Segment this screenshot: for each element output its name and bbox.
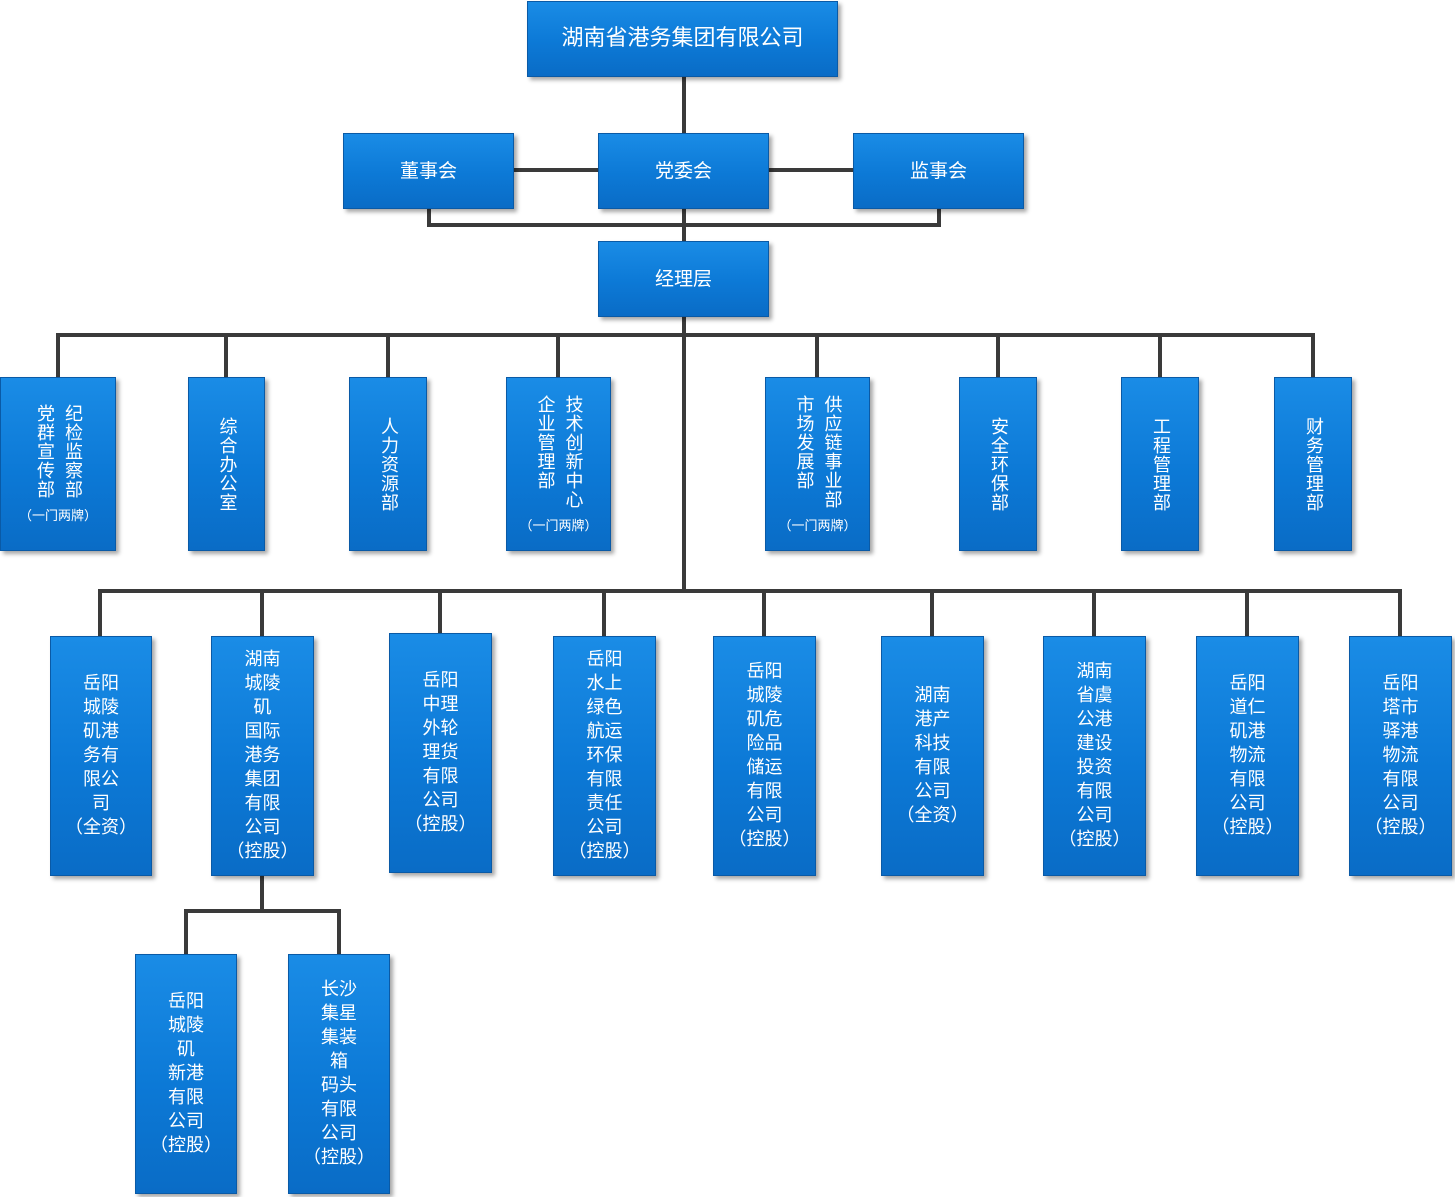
company-name: 岳阳 水上 绿色 航运 环保 有限 责任 公司 （控股） [568, 649, 641, 862]
company-box: 岳阳 塔市 驿港 物流 有限 公司 （控股） [1349, 636, 1452, 876]
company-name: 岳阳 塔市 驿港 物流 有限 公司 （控股） [1364, 673, 1437, 838]
party-committee-box: 党委会 [598, 133, 769, 209]
board-of-supervisors-box: 监事会 [853, 133, 1024, 209]
department-name: 安全环保部 [988, 416, 1009, 512]
company-box: 岳阳 城陵 矶危 险品 储运 有限 公司 （控股） [713, 636, 816, 876]
department-box: 企业管理部 技术创新中心 （一门两牌） [506, 377, 611, 551]
department-name: 综合办公室 [216, 416, 238, 512]
company-name: 岳阳 道仁 矶港 物流 有限 公司 （控股） [1211, 673, 1284, 838]
company-box: 岳阳 水上 绿色 航运 环保 有限 责任 公司 （控股） [553, 636, 656, 876]
root-company-label: 湖南省港务集团有限公司 [561, 26, 804, 51]
company-box: 湖南 城陵 矶 国际 港务 集团 有限 公司 （控股） [211, 636, 314, 876]
department-note: （一门两牌） [18, 509, 97, 524]
subsidiary-box: 长沙 集星 集装 箱 码头 有限 公司 （控股） [288, 954, 390, 1194]
department-name: 纪检监察部 [62, 404, 83, 499]
management-box: 经理层 [598, 241, 769, 317]
department-box: 综合办公室 [188, 377, 265, 551]
department-name: 工程管理部 [1150, 416, 1171, 512]
company-box: 岳阳 道仁 矶港 物流 有限 公司 （控股） [1196, 636, 1299, 876]
department-name: 供应链事业部 [821, 394, 843, 509]
company-name: 岳阳 城陵 矶危 险品 储运 有限 公司 （控股） [728, 661, 801, 850]
department-name: 人力资源部 [378, 416, 399, 512]
department-name: 市场发展部 [793, 394, 815, 490]
company-box: 岳阳 中理 外轮 理货 有限 公司 （控股） [389, 633, 492, 873]
management-label: 经理层 [654, 268, 712, 290]
company-name: 岳阳 中理 外轮 理货 有限 公司 （控股） [404, 670, 477, 835]
company-name: 湖南 城陵 矶 国际 港务 集团 有限 公司 （控股） [226, 649, 299, 862]
department-name: 企业管理部 [534, 394, 556, 490]
party-committee-label: 党委会 [654, 160, 712, 182]
company-box: 湖南 省虞 公港 建设 投资 有限 公司 （控股） [1043, 636, 1146, 876]
department-box: 人力资源部 [349, 377, 427, 551]
department-box: 党群宣传部 纪检监察部 （一门两牌） [0, 377, 116, 551]
department-note: （一门两牌） [778, 518, 857, 534]
subsidiary-name: 长沙 集星 集装 箱 码头 有限 公司 （控股） [303, 979, 375, 1168]
board-of-directors-box: 董事会 [343, 133, 514, 209]
department-box: 安全环保部 [959, 377, 1037, 551]
company-name: 湖南 省虞 公港 建设 投资 有限 公司 （控股） [1058, 661, 1131, 850]
company-name: 湖南 港产 科技 有限 公司 （全资） [896, 685, 969, 826]
subsidiary-name: 岳阳 城陵 矶 新港 有限 公司 （控股） [150, 991, 222, 1156]
root-company-box: 湖南省港务集团有限公司 [527, 1, 838, 77]
company-box: 岳阳 城陵 矶港 务有 限公 司 （全资） [50, 636, 152, 876]
department-box: 市场发展部 供应链事业部 （一门两牌） [765, 377, 870, 551]
board-of-directors-label: 董事会 [399, 160, 457, 182]
department-name: 党群宣传部 [34, 404, 55, 499]
subsidiary-box: 岳阳 城陵 矶 新港 有限 公司 （控股） [135, 954, 237, 1194]
department-box: 财务管理部 [1274, 377, 1352, 551]
board-of-supervisors-label: 监事会 [909, 160, 967, 182]
department-note: （一门两牌） [519, 518, 598, 534]
department-name: 技术创新中心 [562, 394, 584, 509]
department-box: 工程管理部 [1121, 377, 1199, 551]
department-name: 财务管理部 [1303, 416, 1324, 512]
company-name: 岳阳 城陵 矶港 务有 限公 司 （全资） [65, 673, 137, 838]
company-box: 湖南 港产 科技 有限 公司 （全资） [881, 636, 984, 876]
